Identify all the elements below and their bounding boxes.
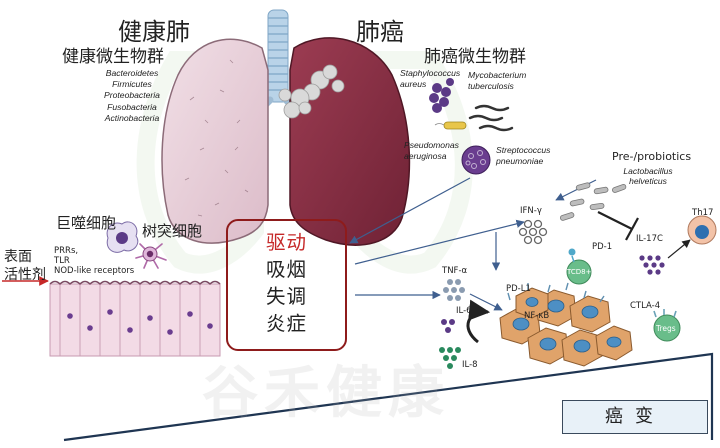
pd1-label: PD-1 (592, 242, 613, 252)
healthy-bacteria-list: Bacteroidetes Firmicutes Proteobacteria … (80, 68, 184, 124)
tnf-alpha-molecules (443, 279, 465, 301)
feedback-arrow (466, 299, 491, 344)
arrow-drivers-to-ifn (354, 219, 525, 265)
surfactant-label-line1: 表面 (4, 249, 32, 265)
driver-item: 炎症 (265, 312, 307, 335)
lung-cancer-title: 肺癌 (356, 18, 404, 46)
dendritic-label: 树突细胞 (142, 222, 203, 240)
il8-label: IL-8 (462, 360, 478, 370)
tnf-label: TNF-α (442, 266, 468, 276)
tregs-label: Tregs (656, 324, 676, 333)
dendritic-cell (135, 243, 167, 269)
nfkb-label: NF-κB (524, 311, 550, 321)
carcinogenesis-label: 癌变 (562, 400, 708, 434)
il8-molecules (439, 347, 461, 369)
cd8-t-cell (566, 248, 592, 285)
th17-cell (687, 215, 717, 245)
healthy-bacteria-item: Fusobacteria (107, 101, 157, 112)
healthy-bacteria-item: Bacteroidetes (105, 68, 159, 78)
th17-label: Th17 (692, 208, 714, 218)
cd8-label: TCD8+ (567, 268, 592, 276)
healthy-lung-title: 健康肺 (118, 18, 190, 46)
arrow-il17c-to-th17 (667, 239, 691, 259)
receptor-item: TLR (54, 256, 70, 266)
receptor-item: PRRs, (54, 246, 79, 256)
pseudomonas-icon (434, 121, 467, 130)
arrow-microbiome-to-drivers (349, 177, 471, 244)
driver-box: 驱动 吸烟 失调 炎症 (226, 219, 347, 351)
healthy-bacteria-item: Actinobacteria (104, 112, 160, 123)
airway-epithelium (49, 280, 221, 357)
probiotics-title: Pre-/probiotics (612, 150, 692, 163)
tregs-cell (653, 309, 681, 342)
driver-item: 失调 (265, 285, 307, 308)
ctla4-label: CTLA-4 (630, 301, 661, 311)
arrow-tnf-to-tumor (469, 293, 503, 311)
macrophage-cell (106, 221, 139, 253)
probiotics-species: Lactobacillus helveticus (623, 166, 673, 186)
il6-molecules (441, 319, 455, 333)
arrow-probiotics-to-ifn (555, 179, 597, 201)
mycobacterium-label: Mycobacterium tuberculosis (468, 70, 527, 91)
watermark: 谷禾健康 (202, 361, 450, 426)
il17c-molecules (639, 255, 665, 275)
staphylococcus-label: Staphylococcus aureus (400, 68, 461, 89)
il17c-label: IL-17C (636, 234, 663, 244)
streptococcus-icon (461, 145, 491, 175)
tumor-cell-cluster (499, 282, 633, 367)
macrophage-label: 巨噬细胞 (56, 214, 117, 232)
il6-label: IL-6 (456, 306, 472, 316)
ifn-label: IFN-γ (520, 206, 542, 216)
inhibition-arrow (597, 211, 639, 241)
receptor-list: PRRs, TLR NOD-like receptors (54, 246, 134, 276)
healthy-bacteria-item: Proteobacteria (104, 90, 160, 101)
healthy-lung-texture (184, 59, 249, 217)
streptococcus-label: Streptococcus pneumoniae (496, 145, 551, 166)
driver-item: 驱动 (265, 231, 307, 254)
pseudomonas-label: Pseudomonas aeruginosa (404, 140, 459, 161)
staphylococcus-icon (429, 78, 454, 113)
tumor-mass (278, 64, 345, 119)
healthy-microbiome-title: 健康微生物群 (62, 47, 164, 67)
surfactant-label-line2: 活性剂 (4, 267, 46, 283)
driver-item: 吸烟 (265, 258, 307, 281)
ifn-gamma-molecules (518, 219, 548, 245)
healthy-lung (161, 38, 269, 244)
healthy-bacteria-item: Firmicutes (112, 79, 152, 90)
progression-triangle (63, 352, 714, 442)
probiotic-rods (559, 182, 627, 221)
receptor-item: NOD-like receptors (54, 266, 135, 276)
pdl1-label: PD-L1 (506, 284, 531, 294)
mycobacterium-icon (468, 104, 514, 132)
cancer-microbiome-title: 肺癌微生物群 (424, 47, 526, 67)
